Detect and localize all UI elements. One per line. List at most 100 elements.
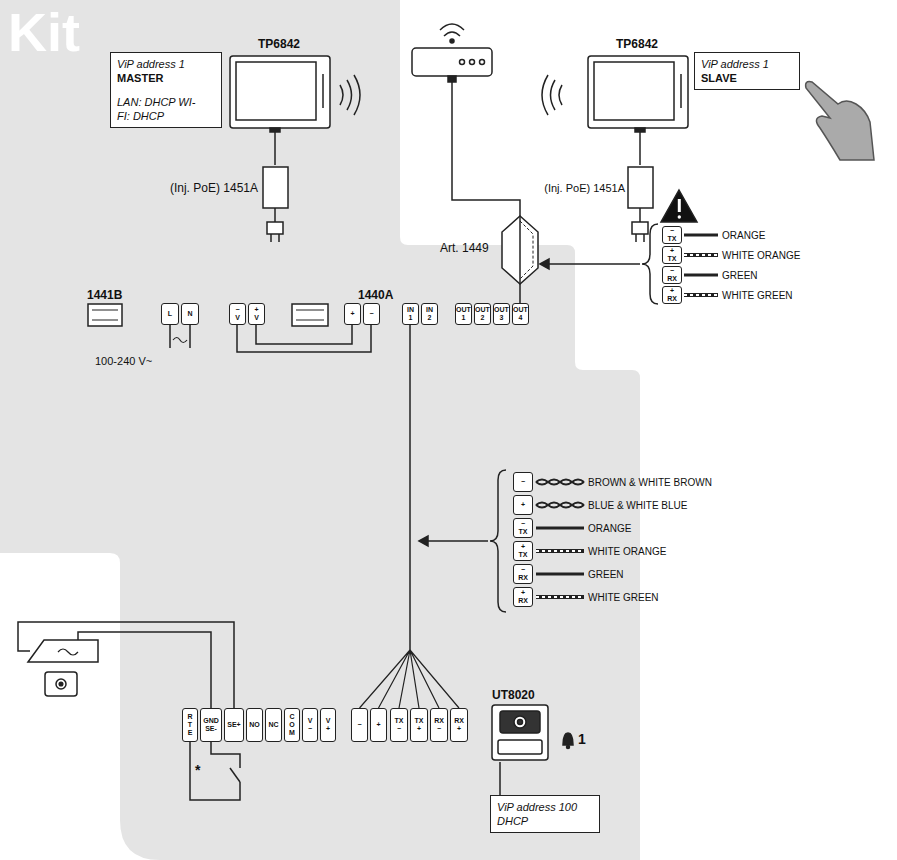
monitor: TP6842 bbox=[226, 36, 332, 132]
cable-connector bbox=[639, 132, 641, 165]
node-text: MASTER bbox=[117, 71, 215, 85]
terminal: V − bbox=[302, 708, 318, 742]
terminal: − TX bbox=[513, 518, 533, 538]
monitor: TP6842 bbox=[584, 36, 690, 132]
wire-label: 1 bbox=[578, 731, 586, 747]
pin-name: − V bbox=[235, 306, 240, 322]
node-title: 1440A bbox=[358, 288, 535, 302]
pin-name: C O M bbox=[289, 713, 295, 737]
terminal: − bbox=[351, 708, 368, 742]
network-coupler: Art. 1449 bbox=[440, 212, 540, 284]
pin-name: SE+ bbox=[227, 721, 240, 729]
terminal: L bbox=[161, 303, 179, 325]
pin-name: IN 2 bbox=[426, 306, 433, 322]
terminal: − RX bbox=[513, 564, 533, 584]
terminal: + TX bbox=[513, 541, 533, 561]
pin-name: − bbox=[369, 310, 373, 318]
node-title: Art. 1449 bbox=[440, 241, 489, 255]
wire-label: ORANGE bbox=[722, 230, 765, 241]
pin-name: NC bbox=[268, 721, 278, 729]
terminal: R T E bbox=[182, 708, 198, 742]
terminal: − V bbox=[229, 303, 246, 325]
label-box: WHITE ORANGE bbox=[588, 541, 718, 561]
wire-label: WHITE ORANGE bbox=[722, 250, 800, 261]
pin-name: + TX bbox=[668, 247, 677, 263]
terminal: OUT 4 bbox=[512, 303, 529, 325]
terminal: + RX bbox=[513, 587, 533, 607]
pin-name: N bbox=[187, 310, 192, 318]
node-title: UT8020 bbox=[492, 688, 556, 702]
terminal: + bbox=[370, 708, 387, 742]
wire-label: GREEN bbox=[722, 270, 758, 281]
node-title: (Inj. PoE) 1451A bbox=[170, 181, 258, 195]
terminal: + bbox=[513, 495, 533, 515]
pin-name: + bbox=[376, 721, 380, 729]
node-title: TP6842 bbox=[616, 36, 658, 52]
pin-name: TX − bbox=[395, 717, 404, 733]
cable-connector bbox=[519, 284, 521, 288]
node-text: LAN: DHCP WI-FI: DHCP bbox=[117, 95, 197, 123]
terminal: + V bbox=[248, 303, 265, 325]
node-text: DHCP bbox=[497, 814, 593, 828]
address-box: ViP address 100DHCP bbox=[490, 795, 600, 833]
pin-name: + bbox=[350, 310, 354, 318]
terminal: OUT 2 bbox=[474, 303, 491, 325]
terminal: IN 2 bbox=[421, 303, 438, 325]
pin-name: V − bbox=[308, 717, 313, 733]
pin-name: − TX bbox=[519, 520, 528, 536]
label-box: WHITE GREEN bbox=[722, 286, 832, 304]
label-box: WHITE ORANGE bbox=[722, 246, 832, 264]
terminal: − bbox=[513, 472, 533, 492]
poe-injector: (Inj. PoE) 1451A bbox=[130, 165, 292, 210]
node-title: ViP address 1 bbox=[117, 57, 215, 71]
pin-name: OUT 2 bbox=[475, 306, 490, 322]
node-title: 1441B bbox=[87, 288, 202, 302]
pin-name: L bbox=[168, 310, 172, 318]
terminal: RX − bbox=[430, 708, 448, 742]
poe-injector: (Inj. PoE) 1451A bbox=[530, 165, 655, 210]
pin-name: OUT 3 bbox=[494, 306, 509, 322]
pin-name: OUT 1 bbox=[456, 306, 471, 322]
label-box: ORANGE bbox=[588, 518, 718, 538]
terminal: SE+ bbox=[224, 708, 244, 742]
door-station: UT8020 bbox=[488, 688, 556, 762]
label-box: * bbox=[195, 762, 207, 778]
terminal: N bbox=[181, 303, 199, 325]
terminal: OUT 3 bbox=[493, 303, 510, 325]
label-box: 100-240 V~ bbox=[95, 354, 195, 368]
label-box: WHITE GREEN bbox=[588, 587, 718, 607]
wire-label: 100-240 V~ bbox=[95, 355, 152, 367]
pin-name: + V bbox=[254, 306, 259, 322]
node-title: ViP address 1 bbox=[701, 57, 793, 71]
pin-name: − RX bbox=[667, 267, 677, 283]
cable-connector bbox=[274, 132, 276, 165]
pin-name: TX + bbox=[415, 717, 424, 733]
node-title: ViP address 100 bbox=[497, 800, 593, 814]
wire-label: WHITE GREEN bbox=[588, 592, 659, 603]
wire-label: WHITE ORANGE bbox=[588, 546, 666, 557]
label-box: GREEN bbox=[722, 266, 832, 284]
terminal: NO bbox=[246, 708, 263, 742]
pin-name: + RX bbox=[518, 589, 528, 605]
terminal: − TX bbox=[662, 226, 682, 244]
terminal: C O M bbox=[284, 708, 300, 742]
terminal: RX + bbox=[450, 708, 468, 742]
terminal: V + bbox=[320, 708, 336, 742]
pin-name: IN 1 bbox=[407, 306, 414, 322]
label-box: BLUE & WHITE BLUE bbox=[588, 495, 718, 515]
pin-name: V + bbox=[326, 717, 331, 733]
pin-name: RX + bbox=[454, 717, 464, 733]
terminal: OUT 1 bbox=[455, 303, 472, 325]
terminal: IN 1 bbox=[402, 303, 419, 325]
pin-name: R T E bbox=[187, 713, 192, 737]
pin-name: + bbox=[521, 501, 525, 509]
pin-name: + RX bbox=[667, 287, 677, 303]
pin-name: GND SE- bbox=[203, 717, 219, 733]
pin-name: − RX bbox=[518, 566, 528, 582]
wire-label: GREEN bbox=[588, 569, 624, 580]
wire-label: WHITE GREEN bbox=[722, 290, 793, 301]
region-shape bbox=[0, 0, 640, 860]
